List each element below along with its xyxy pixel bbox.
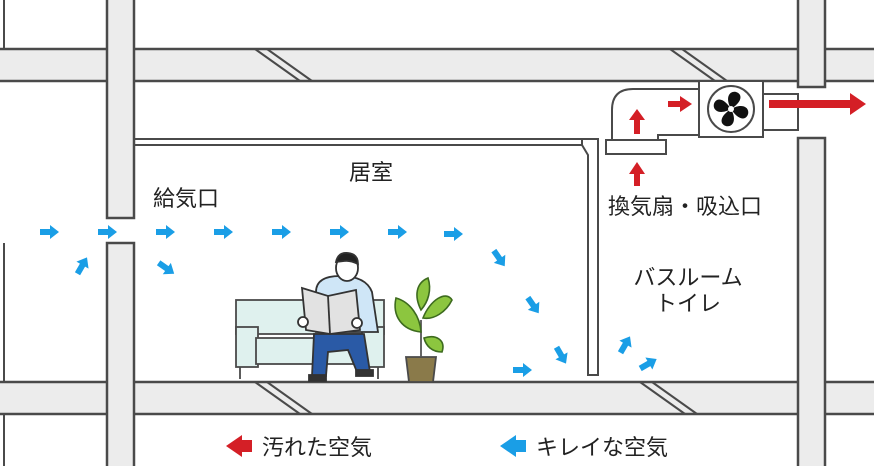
clean-air-arrow [330,225,349,239]
upper-slab [0,47,874,83]
clean-air-arrow [40,225,59,239]
legend-clean-air: キレイな空気 [536,430,668,462]
legend-clean-arrow-icon [500,435,526,457]
clean-air-arrow [550,343,573,368]
clean-air-arrow [388,225,407,239]
label-supply-inlet: 給気口 [153,187,220,212]
clean-air-arrow [154,257,179,280]
dirty-air-arrows [629,93,866,186]
dirty-air-arrow-exit [769,93,866,115]
legend-icons [226,435,526,457]
dirty-air-arrow-intake [629,162,645,186]
clean-air-arrow [513,363,532,377]
clean-air-arrow [614,332,637,357]
clean-air-arrow [444,227,463,241]
clean-air-arrow [272,225,291,239]
left-column-upper [105,0,136,220]
dirty-air-arrow-right [668,96,692,112]
fan-icon [698,80,764,138]
person-reading [297,252,380,382]
lower-slab [0,380,874,416]
right-column-lower [796,136,827,470]
clean-air-arrow [156,225,175,239]
potted-plant [394,276,453,383]
slab-break-marks [254,48,728,415]
dirty-air-arrow-up [629,109,645,134]
left-column-lower [105,241,136,470]
label-bathroom-line1: バスルーム [633,266,743,291]
label-exhaust-fan: 換気扇・吸込口 [608,195,763,220]
clean-air-arrow [214,225,233,239]
legend-dirty-air: 汚れた空気 [262,430,372,462]
legend-dirty-arrow-icon [226,435,252,457]
label-living-room: 居室 [349,161,394,186]
clean-air-arrow [636,352,661,375]
partition-wall [581,138,599,376]
clean-air-arrow [71,253,94,278]
legend-dirty-air-label: 汚れた空気 [262,436,373,461]
ceiling-line [134,138,582,146]
legend-clean-air-label: キレイな空気 [536,436,669,461]
clean-air-arrow [98,225,117,239]
label-bathroom: バスルーム トイレ [628,266,748,319]
clean-air-arrow [522,293,545,318]
clean-air-arrow [488,246,511,271]
label-bathroom-line2: トイレ [654,292,721,318]
